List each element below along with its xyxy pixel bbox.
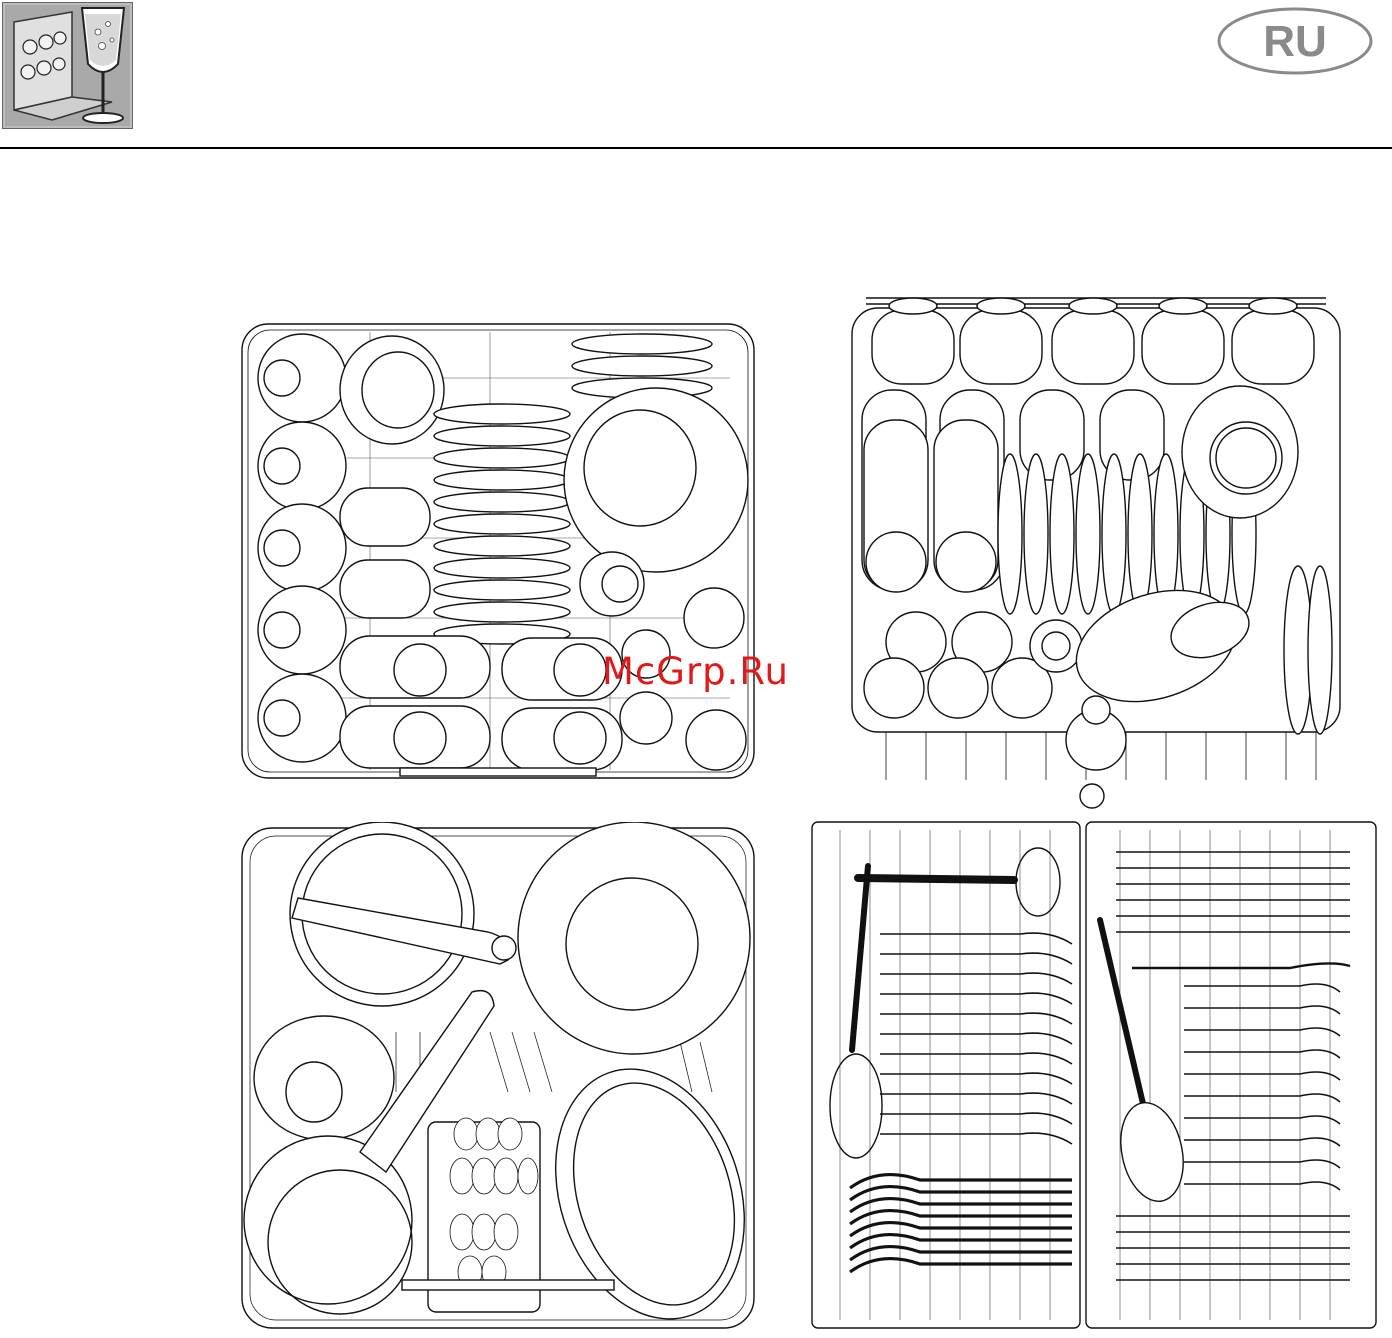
header-divider — [0, 147, 1392, 149]
upper-basket-figure-1 — [240, 318, 756, 784]
language-badge-label: RU — [1263, 17, 1327, 66]
dishwasher-glass-icon — [2, 2, 133, 129]
watermark-text: McGrp.Ru — [602, 650, 789, 693]
language-badge: RU — [1216, 6, 1374, 76]
cutlery-tray-figure — [810, 810, 1378, 1330]
lower-basket-figure — [240, 822, 756, 1332]
upper-basket-figure-2 — [846, 290, 1346, 810]
